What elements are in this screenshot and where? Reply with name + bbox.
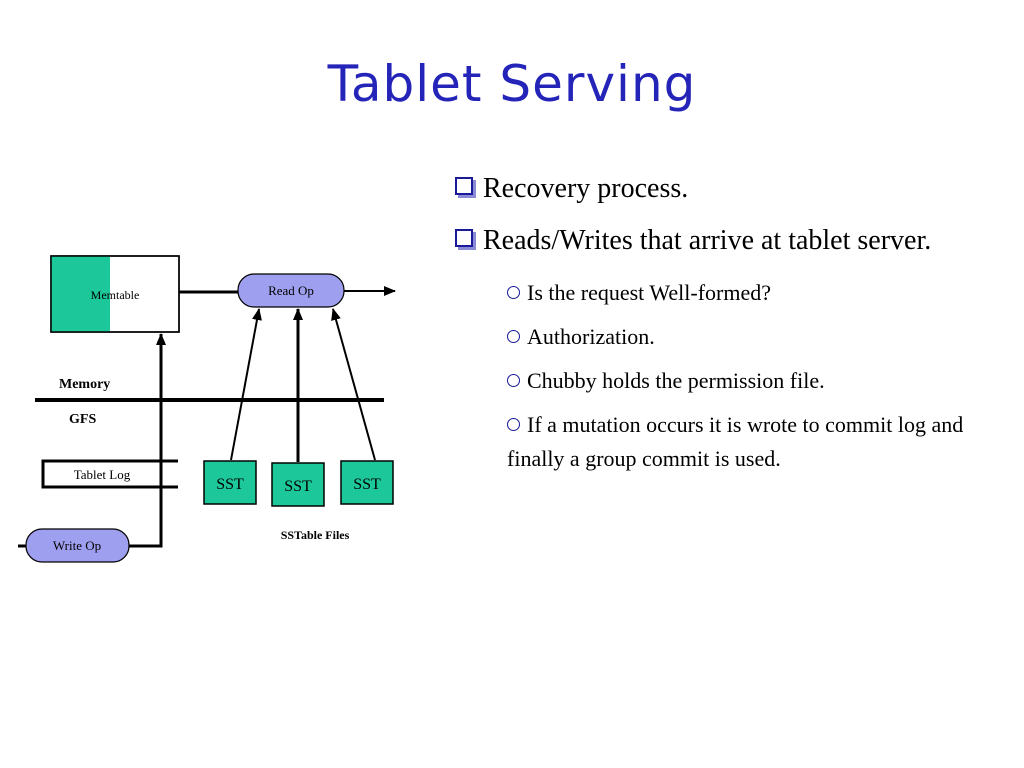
tablet-log-label: Tablet Log xyxy=(74,467,131,482)
bullet-list: Recovery process. Reads/Writes that arri… xyxy=(455,172,975,486)
slide-title: Tablet Serving xyxy=(327,55,697,113)
sub-bullet-text: Chubby holds the permission file. xyxy=(527,368,825,393)
bullet-text: Recovery process. xyxy=(483,173,689,204)
read-op-label: Read Op xyxy=(268,283,314,298)
memory-label: Memory xyxy=(59,377,110,392)
sst3-to-readop-arrow xyxy=(331,308,376,461)
square-bullet-icon xyxy=(455,229,473,247)
sst-box: SST xyxy=(340,460,394,505)
sub-bullet-item: If a mutation occurs it is wrote to comm… xyxy=(507,408,975,476)
circle-bullet-icon xyxy=(507,286,520,299)
sst1-to-readop-arrow xyxy=(230,308,262,461)
sst-label: SST xyxy=(353,476,381,493)
sub-bullet-text: If a mutation occurs it is wrote to comm… xyxy=(507,412,964,471)
sst-label: SST xyxy=(284,478,312,495)
sub-bullet-item: Chubby holds the permission file. xyxy=(507,364,975,398)
bullet-item: Reads/Writes that arrive at tablet serve… xyxy=(455,224,975,258)
tablet-log-box: Tablet Log xyxy=(41,459,178,489)
sub-bullet-item: Authorization. xyxy=(507,320,975,354)
sst-box: SST xyxy=(271,462,325,507)
write-op-label: Write Op xyxy=(53,538,101,553)
sub-bullet-item: Is the request Well-formed? xyxy=(507,276,975,310)
sub-bullet-text: Is the request Well-formed? xyxy=(527,280,772,305)
square-bullet-icon xyxy=(455,177,473,195)
memtable-label: Memtable xyxy=(91,288,140,302)
circle-bullet-icon xyxy=(507,374,520,387)
read-op-pill: Read Op xyxy=(237,273,345,308)
sub-bullet-text: Authorization. xyxy=(527,324,655,349)
write-op-to-memtable-arrow xyxy=(128,333,166,548)
sst-label: SST xyxy=(216,476,244,493)
bullet-item: Recovery process. xyxy=(455,172,975,206)
sstable-files-label: SSTable Files xyxy=(281,528,350,542)
bullet-text: Reads/Writes that arrive at tablet serve… xyxy=(483,225,932,256)
memtable-box: Memtable xyxy=(50,255,180,333)
circle-bullet-icon xyxy=(507,418,520,431)
gfs-label: GFS xyxy=(69,412,96,427)
sst-box: SST xyxy=(203,460,257,505)
write-op-pill: Write Op xyxy=(25,528,130,563)
circle-bullet-icon xyxy=(507,330,520,343)
